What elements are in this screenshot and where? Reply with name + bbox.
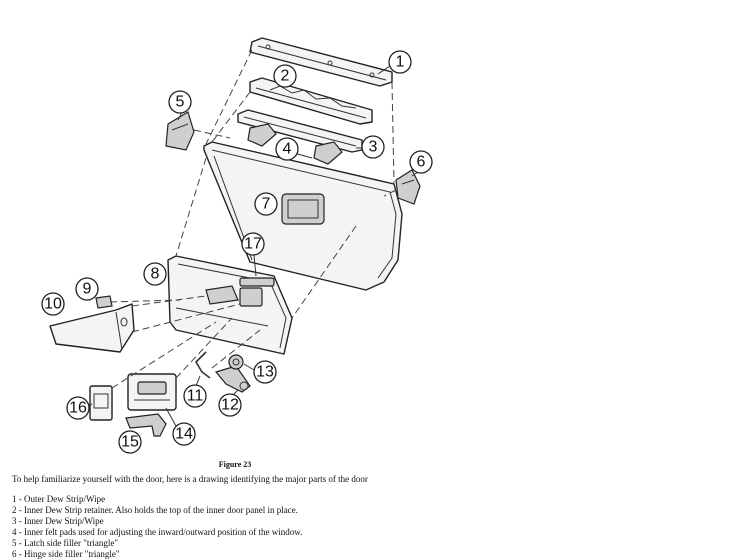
svg-text:15: 15 xyxy=(121,434,139,451)
exploded-door-diagram: 1 2 3 4 5 6 7 8 9 10 11 12 13 14 15 16 1… xyxy=(41,37,433,454)
svg-text:13: 13 xyxy=(256,364,274,381)
callout-13: 13 xyxy=(243,360,277,384)
legend-item: 2 - Inner Dew Strip retainer. Also holds… xyxy=(12,505,298,515)
hinge-side-filler xyxy=(395,169,421,205)
callout-17: 17 xyxy=(241,232,265,277)
svg-text:11: 11 xyxy=(187,388,204,405)
small-bracket xyxy=(95,295,113,309)
pull-handle xyxy=(125,413,167,437)
legend-item: 6 - Hinge side filler "triangle" xyxy=(12,549,120,559)
callout-14: 14 xyxy=(165,407,196,446)
callout-8: 8 xyxy=(143,262,167,286)
svg-text:8: 8 xyxy=(151,266,160,283)
parts-legend: 1 - Outer Dew Strip/Wipe 2 - Inner Dew S… xyxy=(12,494,302,560)
callout-5: 5 xyxy=(168,90,192,121)
legend-item: 3 - Inner Dew Strip/Wipe xyxy=(12,516,104,526)
callout-9: 9 xyxy=(75,277,99,301)
felt-pads xyxy=(247,123,343,165)
svg-text:1: 1 xyxy=(396,54,405,71)
leader-lines xyxy=(109,49,397,389)
svg-text:12: 12 xyxy=(221,397,239,414)
crank-knob xyxy=(228,354,244,370)
callout-11: 11 xyxy=(183,375,207,408)
svg-text:5: 5 xyxy=(176,94,185,111)
svg-text:10: 10 xyxy=(44,296,62,313)
armrest xyxy=(49,303,135,353)
callout-3: 3 xyxy=(356,135,385,159)
callout-16: 16 xyxy=(66,396,93,420)
svg-text:6: 6 xyxy=(417,154,426,171)
callout-10: 10 xyxy=(41,292,65,316)
callout-15: 15 xyxy=(118,430,142,454)
intro-text: To help familiarize yourself with the do… xyxy=(12,474,368,484)
svg-text:2: 2 xyxy=(281,68,290,85)
window-crank xyxy=(214,365,251,393)
latch-side-filler xyxy=(165,111,195,151)
legend-item: 1 - Outer Dew Strip/Wipe xyxy=(12,494,106,504)
callout-6: 6 xyxy=(409,150,433,177)
callout-1: 1 xyxy=(377,50,412,75)
callout-7: 7 xyxy=(254,192,278,216)
svg-text:7: 7 xyxy=(262,196,271,213)
switch-bezel xyxy=(127,373,177,411)
svg-text:3: 3 xyxy=(369,139,378,156)
svg-text:4: 4 xyxy=(283,141,292,158)
svg-text:16: 16 xyxy=(69,400,87,417)
callout-4: 4 xyxy=(275,137,299,161)
outer-dew-strip xyxy=(249,37,393,87)
legend-item: 4 - Inner felt pads used for adjusting t… xyxy=(12,527,303,537)
switch-plate xyxy=(89,385,113,421)
callout-2: 2 xyxy=(273,64,297,88)
svg-text:17: 17 xyxy=(244,236,262,253)
clip xyxy=(194,351,211,379)
svg-text:9: 9 xyxy=(83,281,92,298)
inner-door-panel xyxy=(167,255,293,355)
legend-item: 5 - Latch side filler "triangle" xyxy=(12,538,119,548)
figure-caption: Figure 23 xyxy=(218,460,252,469)
svg-text:14: 14 xyxy=(175,426,193,443)
callout-12: 12 xyxy=(218,389,242,417)
